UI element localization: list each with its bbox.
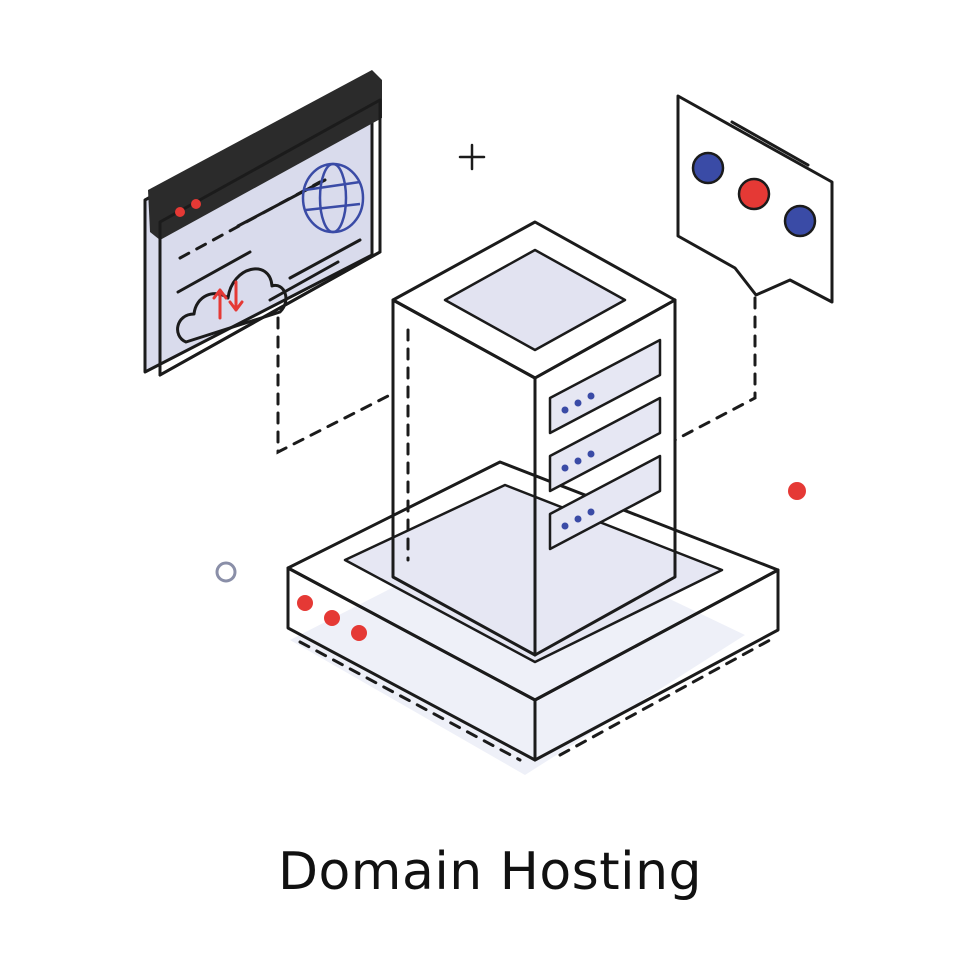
server-drive-slot (548, 338, 662, 435)
chat-dot-red (737, 177, 771, 211)
cloud-transfer-icon (176, 267, 288, 344)
connector-lines (276, 296, 757, 455)
platform-led-dot (351, 625, 367, 641)
server-drive-slot (548, 396, 662, 493)
chat-dot-blue (783, 204, 817, 238)
platform-led-dot (297, 595, 313, 611)
plus-icon (458, 143, 486, 171)
platform-led-dot (324, 610, 340, 626)
server-top-panel (443, 248, 627, 352)
dot-icon (788, 482, 806, 500)
window-dot (175, 207, 185, 217)
ring-icon (215, 561, 237, 583)
server-rack-icon (391, 220, 677, 657)
server-drive-slot (548, 454, 662, 551)
caption-title: Domain Hosting (277, 842, 703, 902)
browser-window-icon (143, 70, 382, 377)
window-dot (191, 199, 201, 209)
chat-dot-blue (691, 151, 725, 185)
chat-bubble-icon (676, 94, 834, 304)
globe-icon (301, 162, 365, 234)
